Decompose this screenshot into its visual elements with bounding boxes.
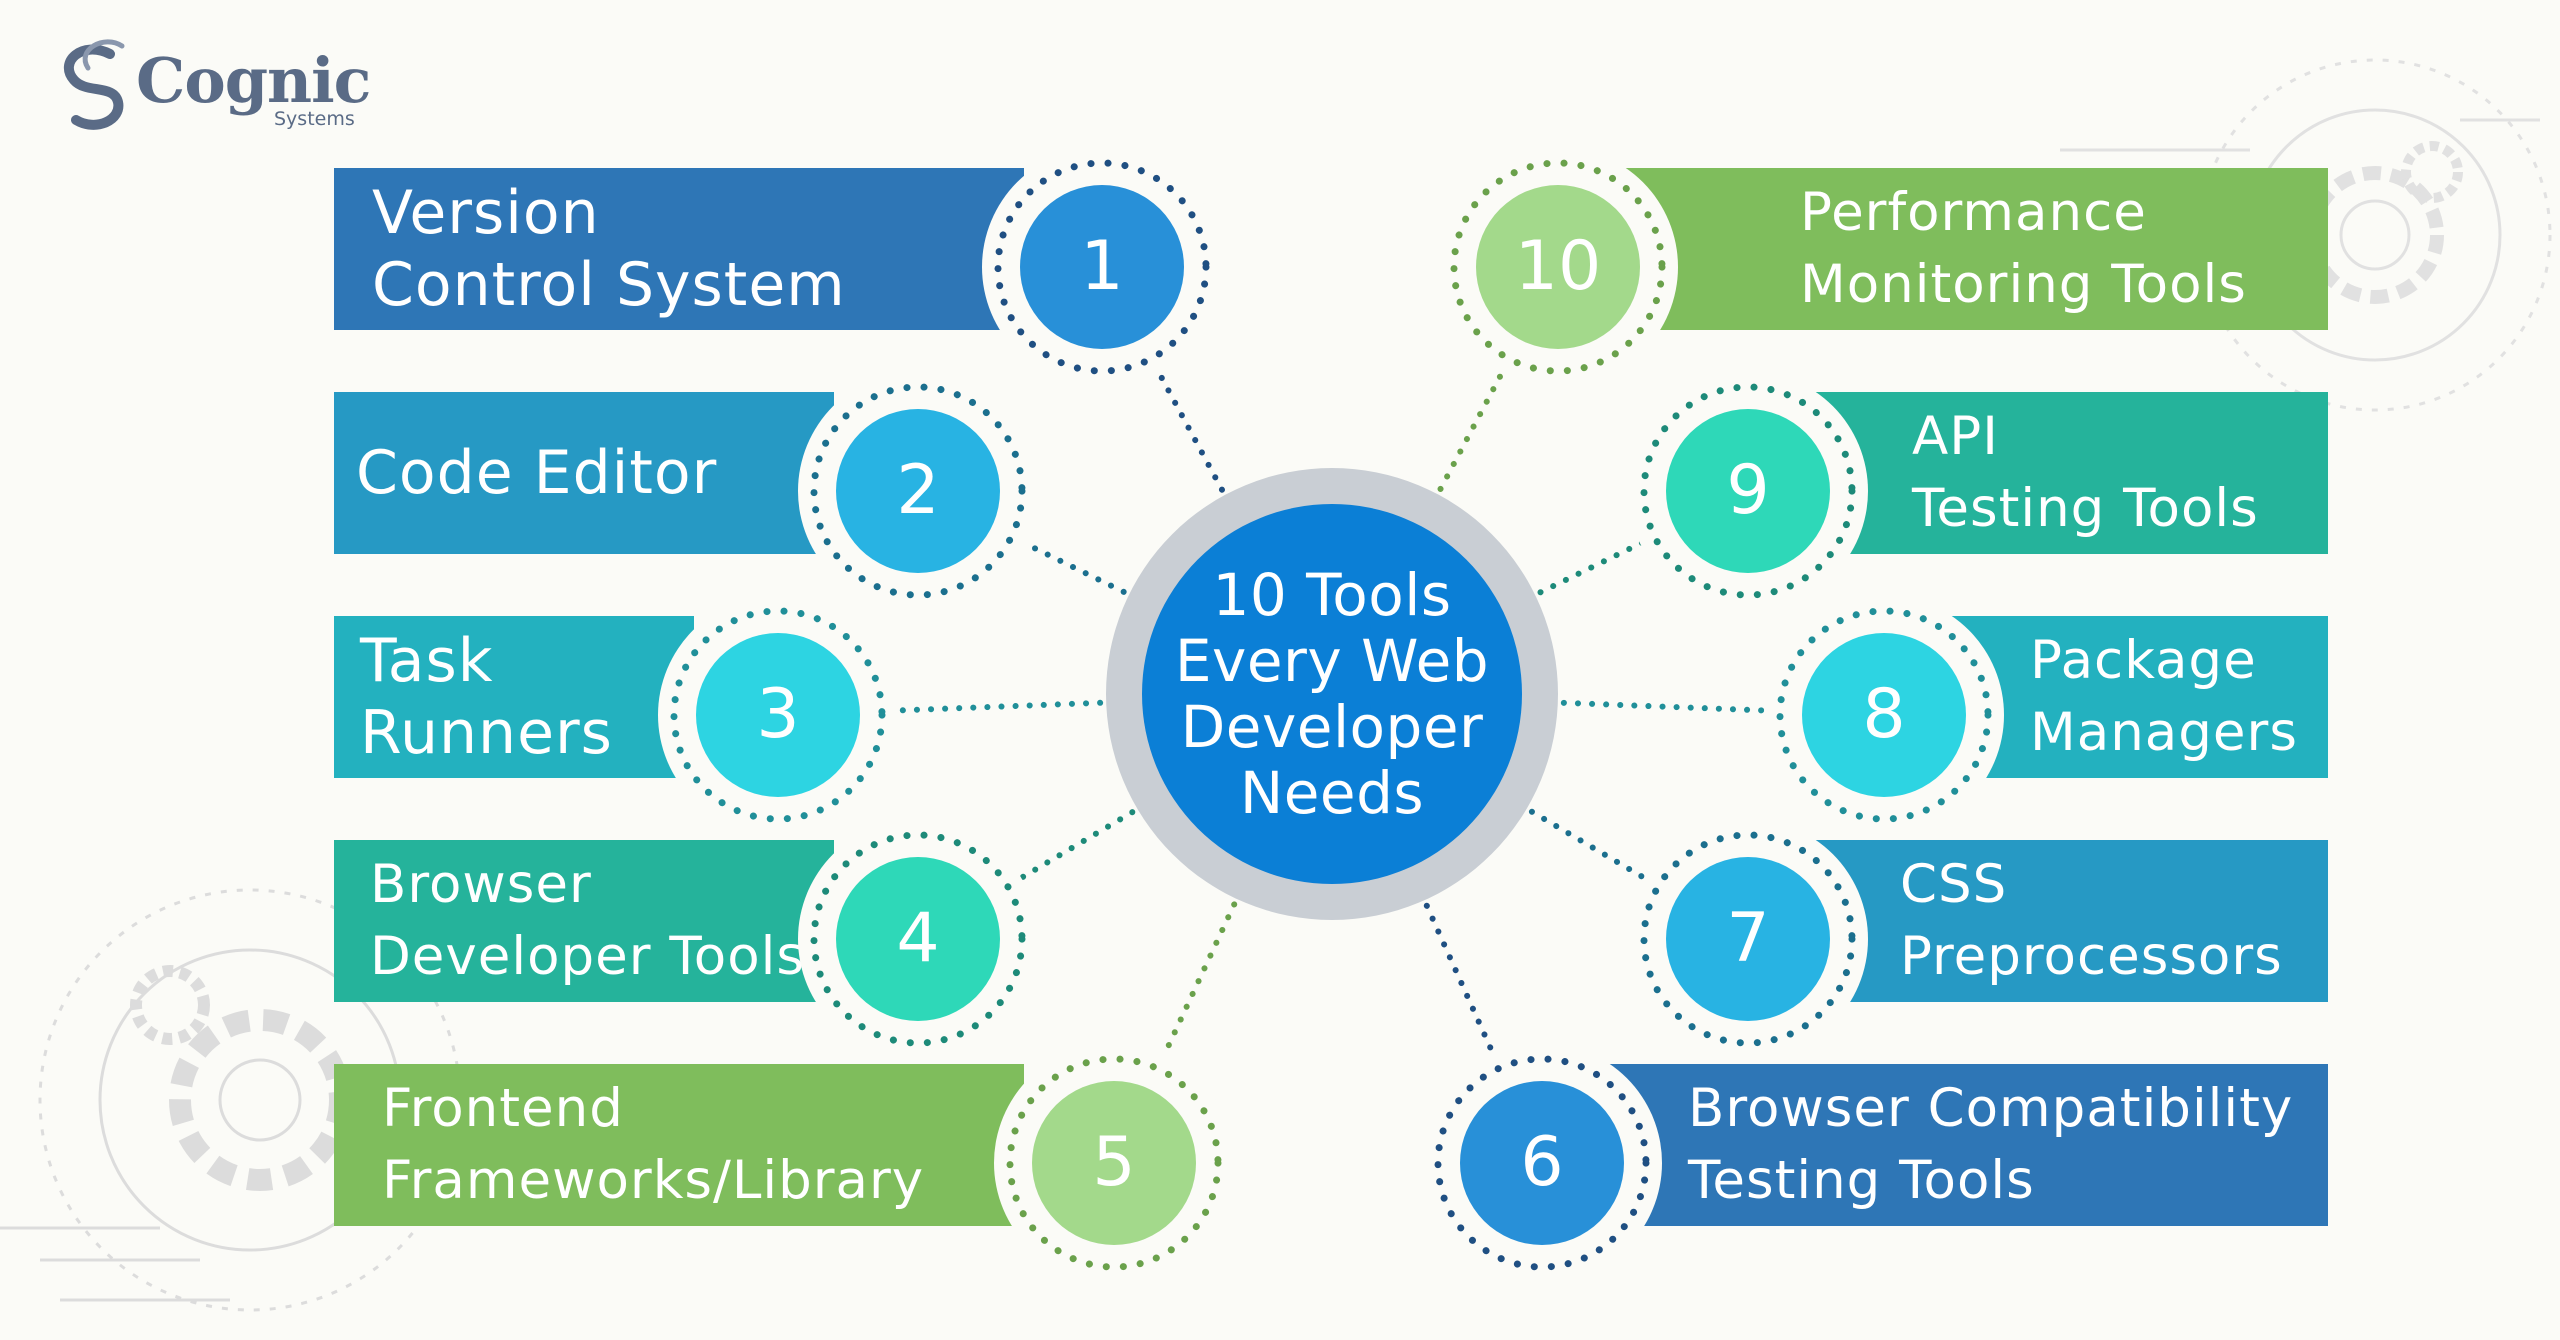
tool-number-3: 3: [696, 633, 860, 797]
number-text-8: 8: [1862, 675, 1906, 754]
dotted-ring-5: [1006, 1055, 1222, 1271]
connector-lines: [886, 362, 1776, 1065]
tool-label-9: API Testing Tools: [1912, 406, 2259, 539]
tool-bar-5: Frontend Frameworks/Library: [334, 1064, 1024, 1226]
tool-number-6: 6: [1460, 1081, 1624, 1245]
tool-label-4: Browser Developer Tools: [370, 854, 805, 987]
dotted-ring-8: [1776, 607, 1992, 823]
dotted-ring-9: [1640, 383, 1856, 599]
tool-label-6: Browser Compatibility Testing Tools: [1688, 1078, 2294, 1211]
tool-bar-1: Version Control System: [334, 168, 1024, 330]
number-text-6: 6: [1520, 1123, 1564, 1202]
dotted-ring-2: [810, 383, 1026, 599]
connector-7: [1528, 808, 1655, 886]
tool-number-1: 1: [1020, 185, 1184, 349]
tool-label-10: Performance Monitoring Tools: [1800, 182, 2247, 315]
tool-bar-6: Browser Compatibility Testing Tools: [1540, 1064, 2328, 1226]
tool-number-4: 4: [836, 857, 1000, 1021]
tool-label-1: Version Control System: [372, 178, 846, 320]
tool-label-8: Package Managers: [2030, 630, 2298, 763]
connector-1: [1152, 362, 1225, 493]
tool-number-10: 10: [1476, 185, 1640, 349]
center-hub: 10 Tools Every Web Developer Needs: [1142, 504, 1522, 884]
connector-5: [1158, 901, 1238, 1065]
brand-logo: Cognic Systems: [52, 36, 382, 146]
tool-number-7: 7: [1666, 857, 1830, 1021]
brand-name: Cognic: [136, 44, 371, 117]
connector-6: [1423, 902, 1500, 1064]
center-title: 10 Tools Every Web Developer Needs: [1174, 561, 1490, 827]
connector-9: [1537, 537, 1651, 596]
dotted-ring-10: [1450, 159, 1666, 375]
tool-number-8: 8: [1802, 633, 1966, 797]
tool-bar-2: Code Editor: [334, 392, 834, 554]
dotted-ring-6: [1434, 1055, 1650, 1271]
number-text-1: 1: [1080, 227, 1124, 306]
number-text-4: 4: [896, 899, 940, 978]
cognic-logo-icon: [63, 39, 125, 130]
number-text-9: 9: [1726, 451, 1770, 530]
gear-decor-top-right-icon: [2060, 58, 2552, 412]
tool-number-5: 5: [1032, 1081, 1196, 1245]
tool-label-7: CSS Preprocessors: [1900, 854, 2283, 987]
dotted-ring-7: [1640, 831, 1856, 1047]
tool-label-2: Code Editor: [356, 438, 718, 508]
brand-subtitle: Systems: [274, 108, 355, 130]
tool-bar-4: Browser Developer Tools: [334, 840, 834, 1002]
tool-number-9: 9: [1666, 409, 1830, 573]
dotted-ring-4: [810, 831, 1026, 1047]
dotted-ring-1: [994, 159, 1210, 375]
connector-4: [1011, 809, 1136, 885]
connector-10: [1437, 362, 1509, 492]
tool-label-5: Frontend Frameworks/Library: [382, 1078, 925, 1211]
number-text-5: 5: [1092, 1123, 1136, 1202]
tool-number-2: 2: [836, 409, 1000, 573]
connector-2: [1015, 537, 1127, 595]
tool-label-3: Task Runners: [360, 626, 613, 768]
number-text-3: 3: [756, 675, 800, 754]
number-text-7: 7: [1726, 899, 1770, 978]
dotted-ring-3: [670, 607, 886, 823]
number-text-2: 2: [896, 451, 940, 530]
number-text-10: 10: [1514, 227, 1602, 306]
tool-bar-3: Task Runners: [334, 616, 694, 778]
